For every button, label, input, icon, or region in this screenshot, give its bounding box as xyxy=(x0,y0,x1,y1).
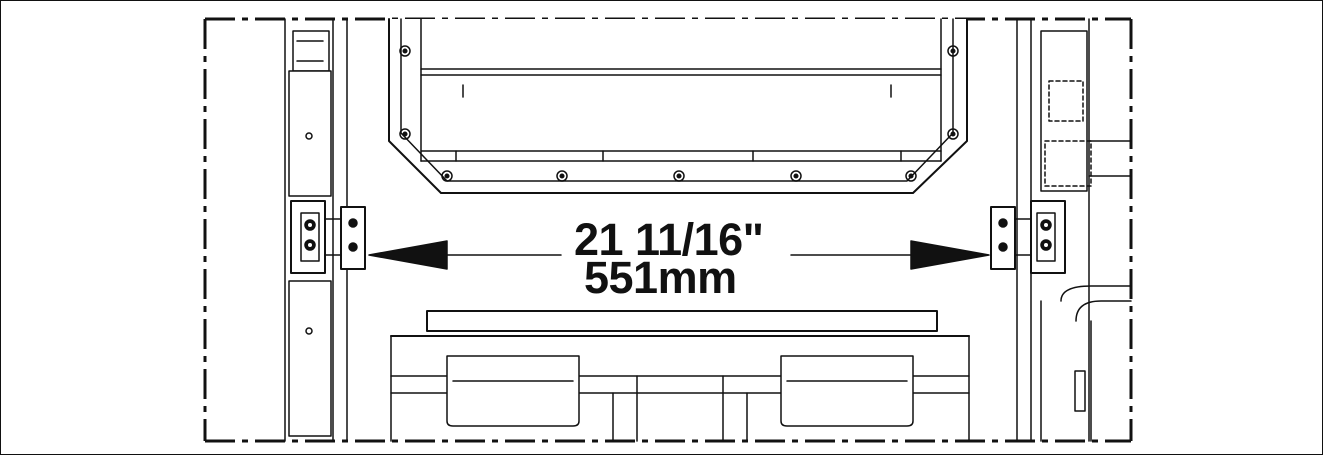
drawer-screws xyxy=(399,45,959,182)
arrow-left-icon xyxy=(368,240,448,270)
left-cabinet-wall xyxy=(284,18,348,442)
right-hinge xyxy=(990,200,1066,274)
dimension-metric-label: 551mm xyxy=(584,252,737,303)
drawer-rail-ticks xyxy=(455,84,902,162)
left-hinge xyxy=(290,200,366,274)
dimension-imperial-label: 21 11/16" xyxy=(574,214,764,265)
top-drawer xyxy=(388,18,968,194)
bottom-shelf xyxy=(390,310,970,442)
arrow-right-icon xyxy=(910,240,990,270)
